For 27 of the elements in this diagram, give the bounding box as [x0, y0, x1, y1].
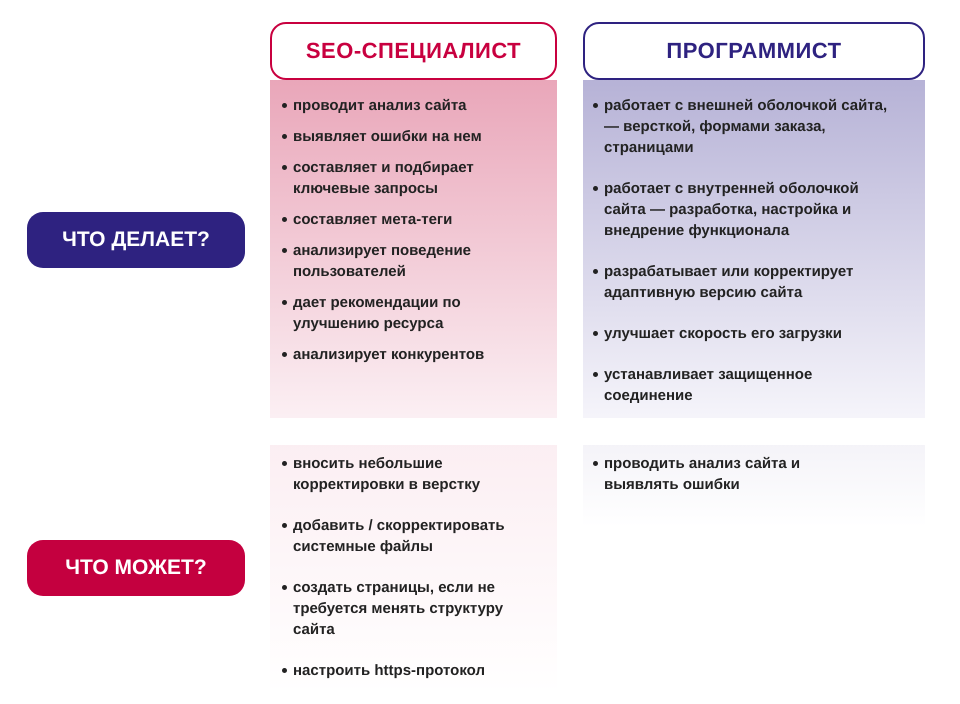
bullet-text: настроить https-протокол [293, 662, 485, 679]
list-panel [270, 80, 557, 418]
bullet-text: выявляет ошибки на нем [293, 128, 482, 145]
bullet-text: работает с внутренней оболочкой сайта — разработка, настройка и внедрение функционала [604, 180, 859, 239]
bullet-text: дает рекомендации по улучшению ресурса [293, 294, 461, 332]
row-label-text: ЧТО МОЖЕТ? [65, 556, 207, 580]
header-text: SEO-СПЕЦИАЛИСТ [306, 38, 522, 64]
bullet-text: проводить анализ сайта и выявлять ошибки [604, 455, 800, 493]
bullet-text: вносить небольшие корректировки в верстку [293, 455, 480, 493]
bullet-text: анализирует конкурентов [293, 346, 484, 363]
column-header [270, 22, 557, 80]
bullet-text: составляет мета-теги [293, 211, 452, 228]
bullet-text: проводит анализ сайта [293, 97, 467, 114]
bullet-text: работает с внешней оболочкой сайта, — версткой, формами заказа, страницами [604, 97, 888, 156]
bullet-text: создать страницы, если не требуется менять структуру сайта [293, 579, 504, 638]
list-panel [583, 80, 925, 418]
bullet-text: разрабатывает или корректирует адаптивную версию сайта [604, 263, 854, 301]
row-label-pill [27, 540, 245, 596]
column-header [583, 22, 925, 80]
bullet-text: анализирует поведение пользователей [293, 242, 472, 280]
bullet-text: составляет и подбирает ключевые запросы [293, 159, 474, 197]
header-text: ПРОГРАММИСТ [666, 38, 842, 64]
bullet-text: улучшает скорость его загрузки [604, 325, 842, 342]
row-label-pill [27, 212, 245, 268]
bullet-text: добавить / скорректировать системные файлы [293, 517, 505, 555]
row-label-text: ЧТО ДЕЛАЕТ? [62, 228, 210, 252]
bullet-text: устанавливает защищенное соединение [604, 366, 812, 404]
